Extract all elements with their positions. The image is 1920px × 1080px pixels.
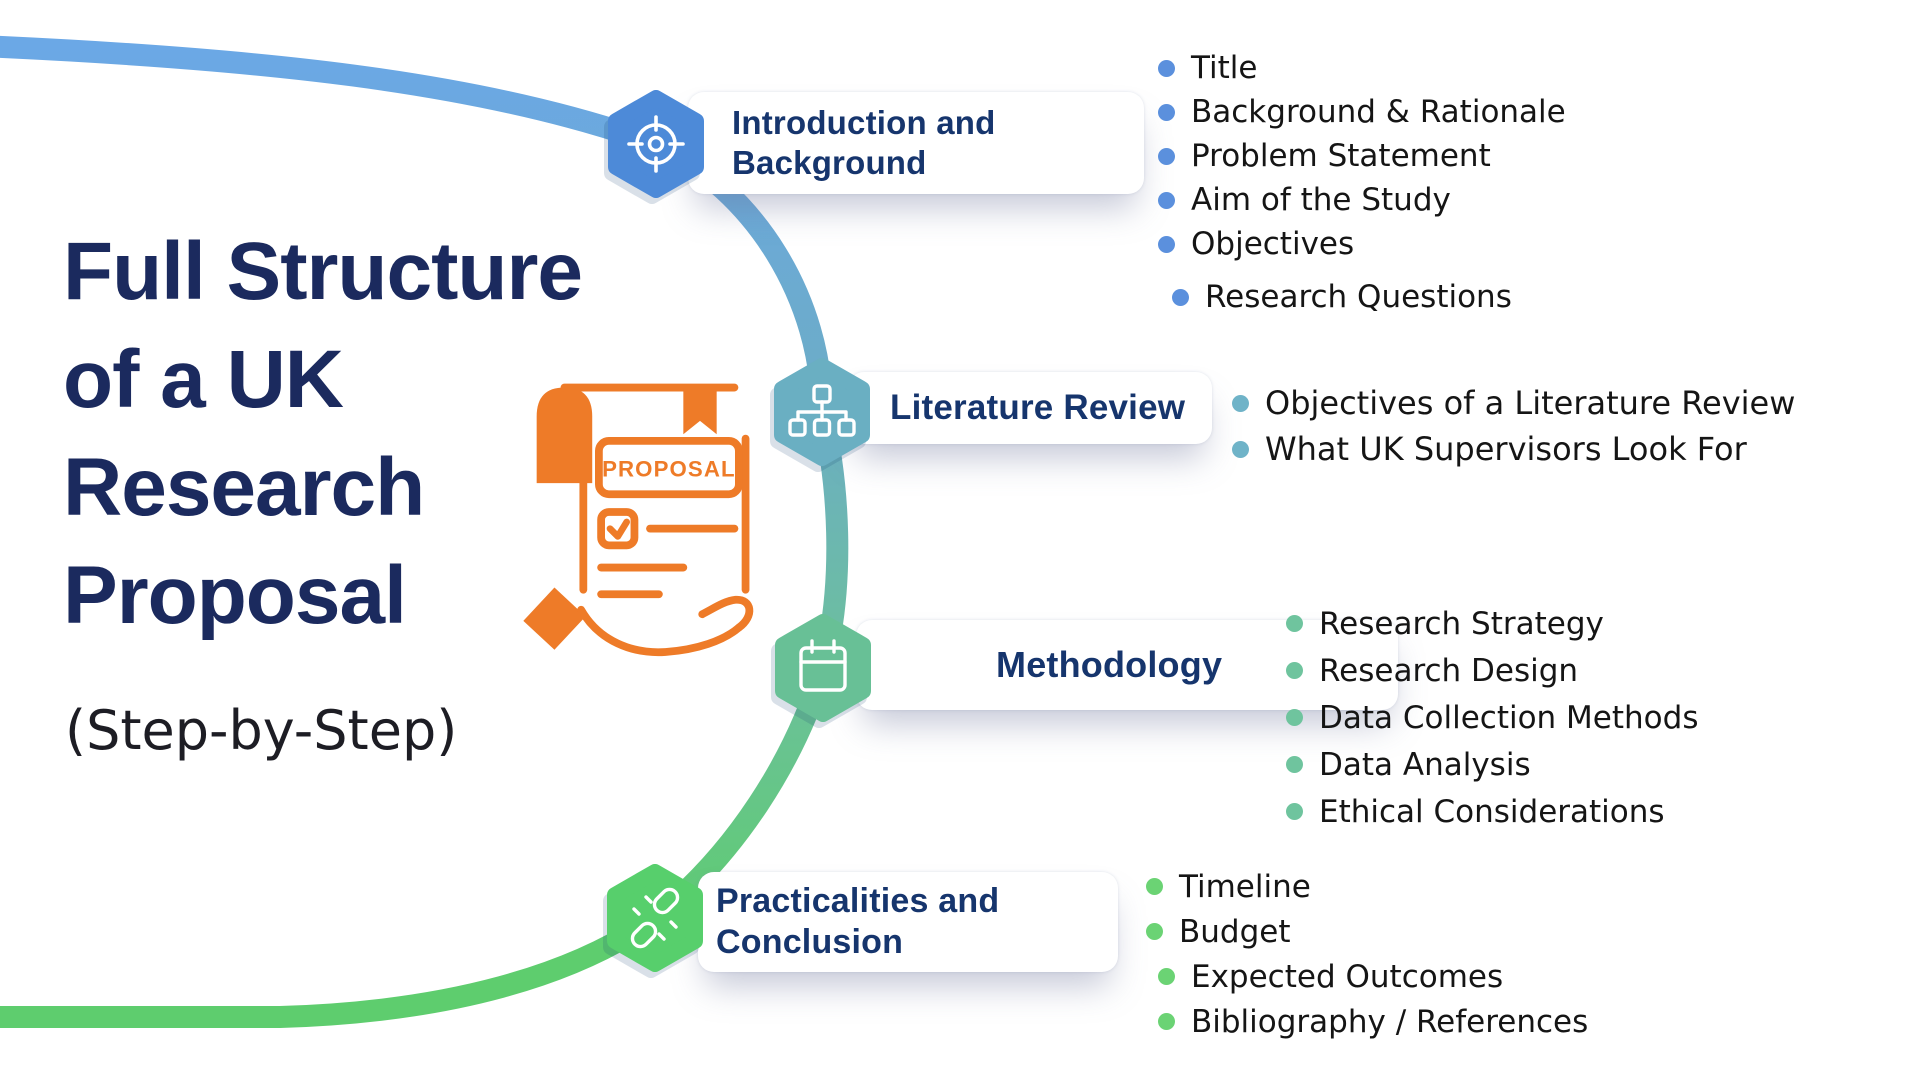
scroll-flap <box>536 387 593 484</box>
bullet-list-literature-review: Objectives of a Literature Review What U… <box>1232 380 1795 472</box>
bullet-dot <box>1158 59 1175 77</box>
list-item: Research Design <box>1286 647 1698 694</box>
target-icon <box>627 115 685 173</box>
list-item: Budget <box>1146 909 1588 954</box>
list-item-text: Timeline <box>1179 868 1311 905</box>
bullet-list-practicalities: Timeline Budget Expected Outcomes Biblio… <box>1146 864 1588 1044</box>
step-label: Practicalities and Conclusion <box>716 882 1000 961</box>
list-item-text: Expected Outcomes <box>1191 958 1504 995</box>
bullet-dot <box>1158 235 1175 253</box>
list-item: Research Questions <box>1172 275 1566 319</box>
bullet-dot <box>1286 662 1303 679</box>
list-item-text: Data Collection Methods <box>1319 699 1699 736</box>
list-item: Research Strategy <box>1286 600 1698 647</box>
bullet-dot <box>1158 1013 1175 1030</box>
title-line-1: Full Structure <box>63 226 583 317</box>
checkmark-icon <box>606 518 630 540</box>
list-item-text: Research Questions <box>1205 279 1512 315</box>
title-line-3: Research <box>63 442 425 533</box>
bookmark-ribbon <box>683 387 717 435</box>
bullet-dot <box>1286 615 1303 632</box>
title-line-2: of a UK <box>63 334 344 425</box>
bullet-dot <box>1158 191 1175 209</box>
bullet-dot <box>1172 288 1189 306</box>
bullet-list-methodology: Research Strategy Research Design Data C… <box>1286 600 1698 835</box>
bullet-dot <box>1232 394 1249 412</box>
list-item: What UK Supervisors Look For <box>1232 426 1795 472</box>
page-subtitle: (Step-by-Step) <box>65 699 458 762</box>
bullet-dot <box>1286 803 1303 820</box>
step-card-practicalities: Practicalities and Conclusion <box>698 872 1118 972</box>
sitemap-icon <box>788 384 856 437</box>
step-label: Methodology <box>996 644 1223 685</box>
list-item: Data Analysis <box>1286 741 1698 788</box>
list-item-text: Problem Statement <box>1191 138 1491 174</box>
proposal-label: PROPOSAL <box>602 456 736 481</box>
list-item: Ethical Considerations <box>1286 788 1698 835</box>
list-item-text: What UK Supervisors Look For <box>1265 430 1747 468</box>
bullet-list-introduction: Title Background & Rationale Problem Sta… <box>1158 46 1566 319</box>
list-item: Objectives <box>1158 222 1566 266</box>
list-item-text: Research Design <box>1319 652 1579 689</box>
list-item-text: Objectives of a Literature Review <box>1265 384 1796 422</box>
bullet-dot <box>1146 878 1163 895</box>
list-item-text: Budget <box>1179 913 1291 950</box>
list-item: Aim of the Study <box>1158 178 1566 222</box>
bullet-dot <box>1158 147 1175 165</box>
step-card-literature-review: Literature Review <box>848 372 1212 444</box>
list-item: Problem Statement <box>1158 134 1566 178</box>
hand-sleeve <box>523 587 586 650</box>
list-item-text: Aim of the Study <box>1191 182 1451 218</box>
bullet-dot <box>1232 440 1249 458</box>
list-item: Title <box>1158 46 1566 90</box>
step-card-methodology: Methodology <box>856 620 1398 710</box>
bullet-dot <box>1286 709 1303 726</box>
bullet-dot <box>1286 756 1303 773</box>
step-hexagon-practicalities <box>607 864 703 972</box>
list-item: Background & Rationale <box>1158 90 1566 134</box>
list-item-text: Background & Rationale <box>1191 94 1566 130</box>
step-hexagon-literature-review <box>774 358 870 466</box>
broken-link-icon <box>630 887 680 949</box>
step-hexagon-methodology <box>775 614 871 722</box>
proposal-document-icon: PROPOSAL <box>523 383 754 657</box>
list-item: Expected Outcomes <box>1158 954 1588 999</box>
hand-palm <box>577 605 743 657</box>
bullet-dot <box>1158 103 1175 121</box>
title-line-4: Proposal <box>63 550 407 641</box>
list-item: Timeline <box>1146 864 1588 909</box>
bullet-dot <box>1146 923 1163 940</box>
step-card-introduction: Introduction and Background <box>688 92 1144 194</box>
step-hexagon-introduction <box>608 90 704 198</box>
page-title: Full Structure of a UK Research Proposal <box>63 218 623 650</box>
list-item-text: Objectives <box>1191 226 1355 262</box>
list-item-text: Title <box>1191 50 1258 86</box>
calendar-icon <box>799 639 847 692</box>
list-item-text: Ethical Considerations <box>1319 793 1665 830</box>
step-label: Introduction and Background <box>732 104 996 181</box>
bullet-dot <box>1158 968 1175 985</box>
list-item: Data Collection Methods <box>1286 694 1698 741</box>
list-item-text: Bibliography / References <box>1191 1003 1589 1040</box>
hand-thumb <box>698 595 754 632</box>
proposal-label-box <box>595 437 743 499</box>
list-item-text: Research Strategy <box>1319 605 1604 642</box>
checkbox-icon <box>597 508 639 550</box>
list-item: Bibliography / References <box>1158 999 1588 1044</box>
list-item: Objectives of a Literature Review <box>1232 380 1795 426</box>
step-label: Literature Review <box>890 388 1186 427</box>
list-item-text: Data Analysis <box>1319 746 1531 783</box>
